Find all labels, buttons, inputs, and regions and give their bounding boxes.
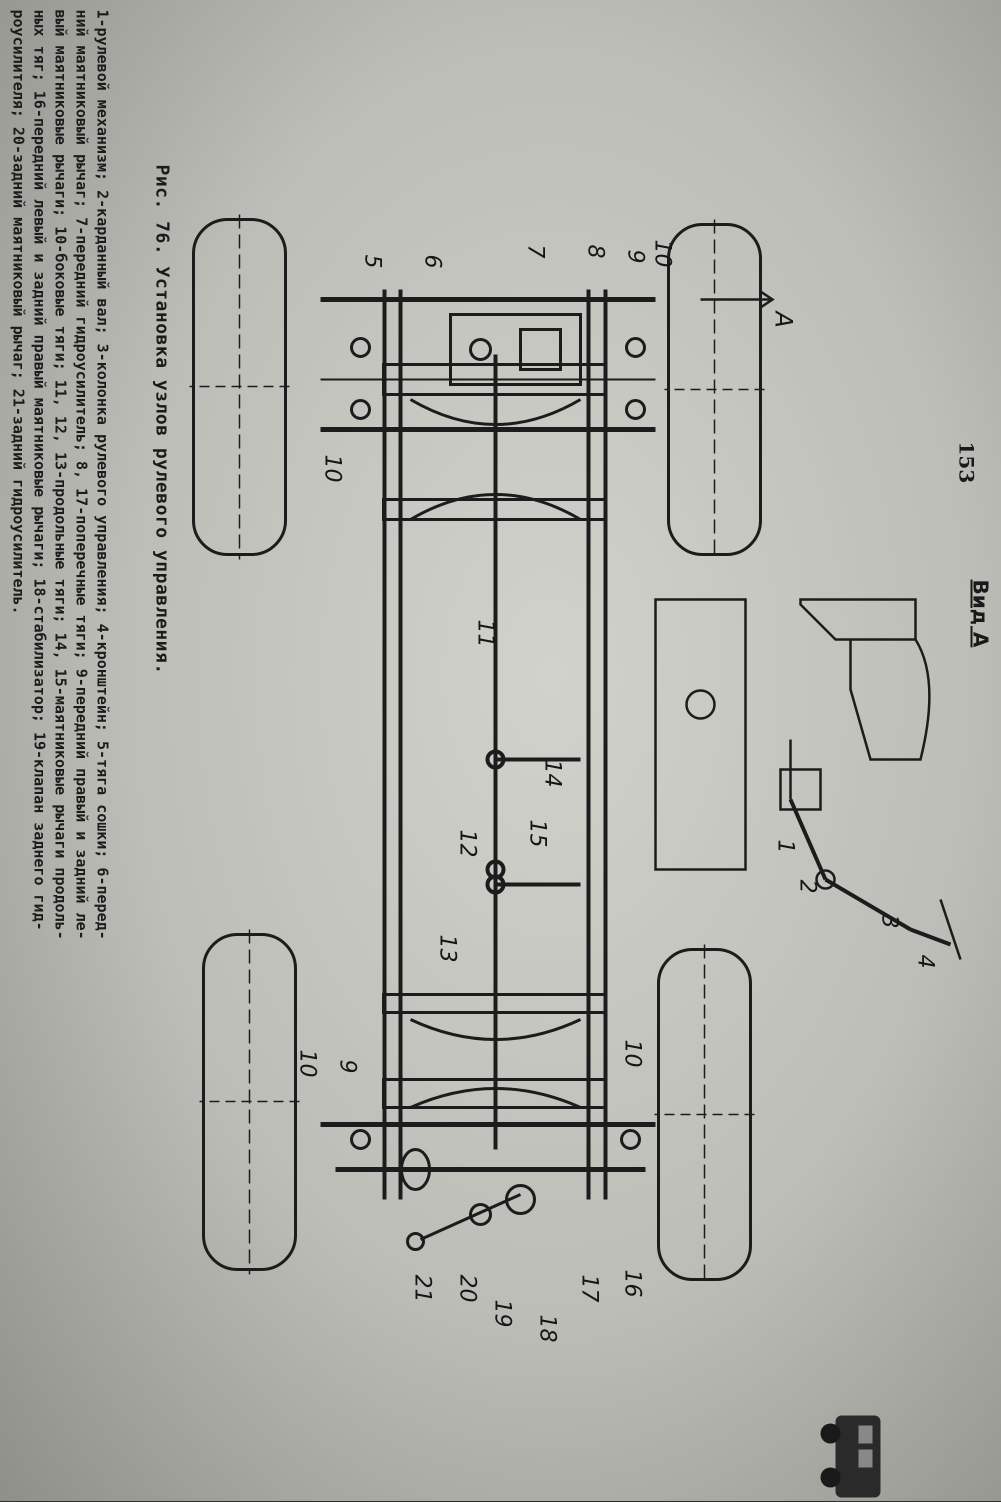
callout-11: 11 — [473, 620, 498, 648]
callout-8: 8 — [583, 245, 608, 259]
callout-16: 16 — [620, 1270, 645, 1298]
legend-line: ных тяг; 16-передний левый и задний прав… — [30, 9, 49, 931]
wheel-rear-left — [199, 929, 300, 1275]
legend-line: вый маятниковые рычаги; 10-боковые тяги;… — [51, 9, 70, 940]
callout-3: 3 — [877, 915, 902, 929]
vehicle-stamp-icon — [820, 1415, 881, 1498]
wheel-front-right — [664, 219, 765, 560]
callout-6: 6 — [420, 255, 445, 269]
legend-line: 1-рулевой механизм; 2-карданный вал; 3-к… — [93, 9, 112, 940]
callout-17: 17 — [577, 1275, 602, 1303]
callout-4: 4 — [913, 955, 938, 969]
callout-9b: 9 — [335, 1060, 360, 1074]
view-a-inset — [654, 598, 962, 960]
callout-2: 2 — [795, 880, 820, 894]
callout-21: 21 — [410, 1275, 435, 1303]
callout-15: 15 — [525, 820, 550, 848]
callout-19: 19 — [490, 1300, 515, 1328]
callout-14: 14 — [540, 760, 565, 788]
view-arrow — [700, 290, 775, 309]
callout-20: 20 — [455, 1275, 480, 1303]
callout-10d: 10 — [295, 1050, 320, 1078]
legend-line: роусилителя; 20-задний маятниковый рычаг… — [9, 9, 28, 615]
callout-5: 5 — [360, 255, 385, 269]
rear-steering-linkage — [320, 1122, 656, 1251]
legend-line: ний маятниковый рычаг; 7-передний гидроу… — [72, 9, 91, 940]
callout-18: 18 — [535, 1315, 560, 1343]
callout-9a: 9 — [623, 250, 648, 264]
front-steering-linkage — [320, 297, 656, 432]
callout-7: 7 — [523, 245, 548, 259]
longitudinal-rods — [485, 354, 581, 1150]
wheel-rear-right — [654, 944, 755, 1285]
callout-10a: 10 — [650, 240, 675, 268]
arrow-a-label: А — [770, 310, 798, 328]
wheel-front-left — [189, 214, 290, 560]
callout-10b: 10 — [320, 455, 345, 483]
callout-1: 1 — [773, 840, 798, 854]
figure-legend: 1-рулевой механизм; 2-карданный вал; 3-к… — [8, 10, 113, 1490]
frame-rails — [382, 289, 608, 1200]
figure-caption: Рис. 76. Установка узлов рулевого управл… — [151, 164, 173, 675]
callout-10c: 10 — [620, 1040, 645, 1068]
callout-12: 12 — [455, 830, 480, 858]
callout-13: 13 — [435, 935, 460, 963]
